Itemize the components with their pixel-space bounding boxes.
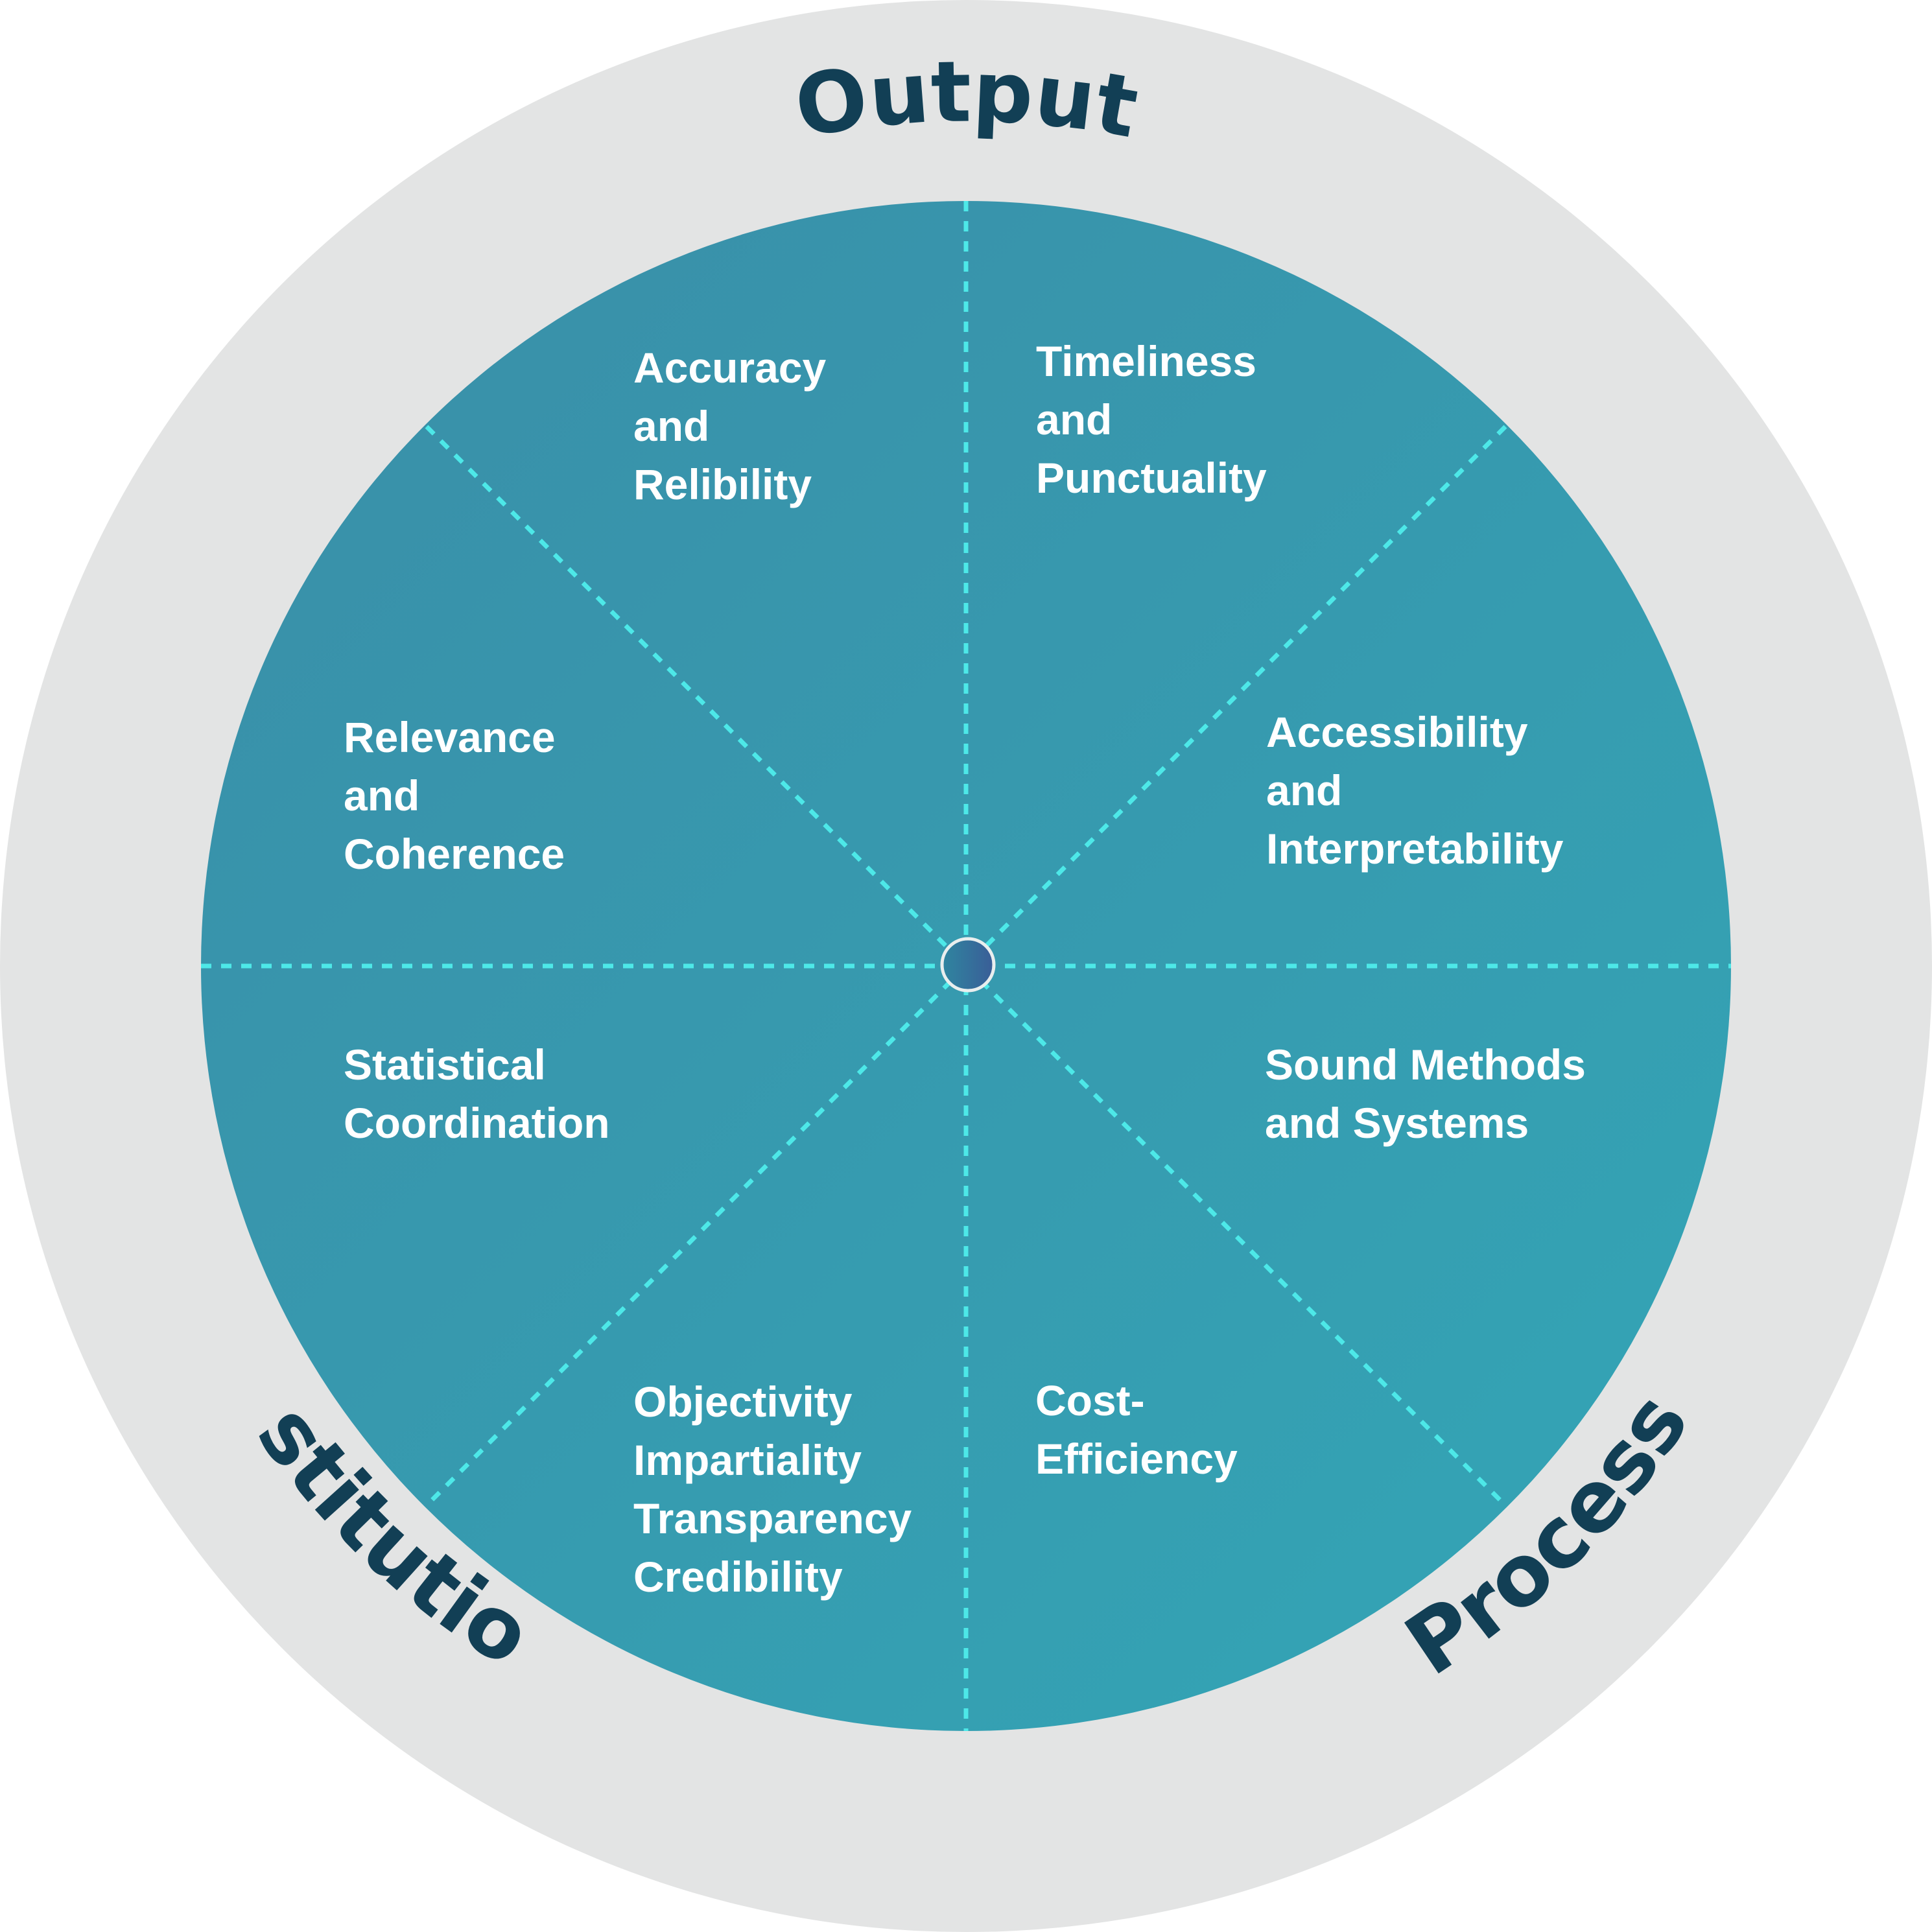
segment-sound-methods-label: Sound Methods and Systems — [1265, 1041, 1597, 1147]
segment-accuracy-label: Accuracy and Relibility — [633, 344, 838, 508]
divider-diagonal-a — [425, 425, 1507, 1507]
center-hub — [940, 937, 996, 993]
segment-statistical-label: Statistical Coordination — [344, 1041, 610, 1147]
segment-objectivity-label: Objectivity Impartiality Transparency Cr… — [633, 1378, 924, 1601]
segment-relevance-label: Relevance and Coherence — [344, 713, 567, 878]
segment-accessibility-label: Accessibility and Interpretability — [1266, 708, 1564, 873]
divider-diagonal-b — [425, 425, 1507, 1507]
segment-cost-efficiency-label: Cost- Efficiency — [1035, 1376, 1238, 1483]
ring-label-output: Output — [788, 42, 1145, 157]
segment-timeliness-label: Timeliness and Punctuality — [1036, 337, 1268, 502]
